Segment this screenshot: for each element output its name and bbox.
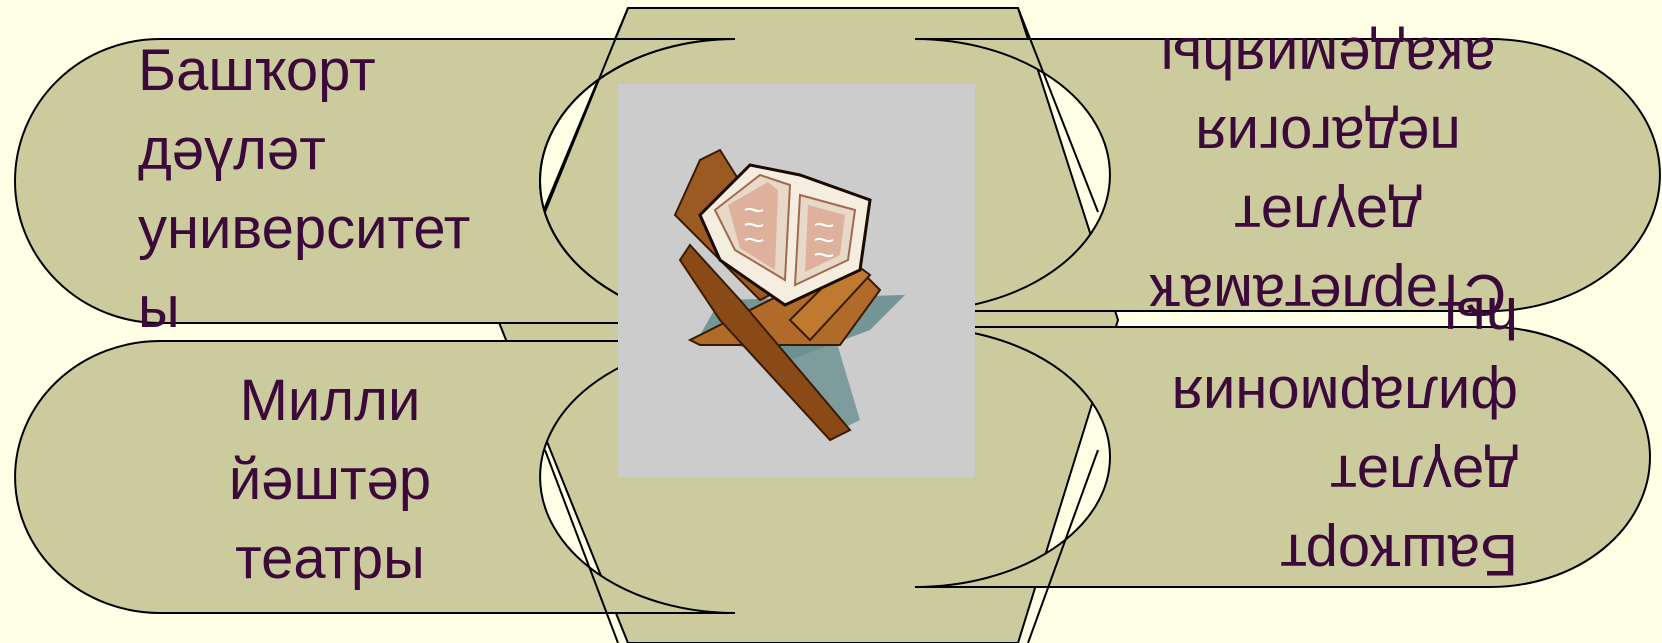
top-right-label-line: педагогия bbox=[1128, 97, 1528, 176]
top-right-label-line: академияһы bbox=[1128, 18, 1528, 97]
top-left-label-line: университет bbox=[138, 189, 558, 268]
top-left-label-line: Башҡорт bbox=[138, 31, 558, 110]
bottom-left-label-line: театры bbox=[160, 519, 500, 598]
top-left-label-line: ы bbox=[138, 268, 558, 347]
bottom-left-label-line: йәштәр bbox=[160, 440, 500, 519]
bottom-right-label-line: Башҡорт bbox=[1138, 515, 1518, 594]
bottom-right-label-line: һы bbox=[1138, 278, 1518, 357]
bottom-right-label: Башҡорт дәүләт филармония һы bbox=[1138, 278, 1518, 594]
top-left-label: Башҡорт дәүләт университет ы bbox=[138, 31, 558, 347]
bottom-right-label-line: дәүләт bbox=[1138, 436, 1518, 515]
bottom-left-label-line: Милли bbox=[160, 361, 500, 440]
bottom-left-label: Милли йәштәр театры bbox=[160, 361, 500, 598]
top-left-label-line: дәүләт bbox=[138, 110, 558, 189]
top-right-label-line: дәүләт bbox=[1128, 176, 1528, 255]
bottom-right-label-line: филармония bbox=[1138, 357, 1518, 436]
